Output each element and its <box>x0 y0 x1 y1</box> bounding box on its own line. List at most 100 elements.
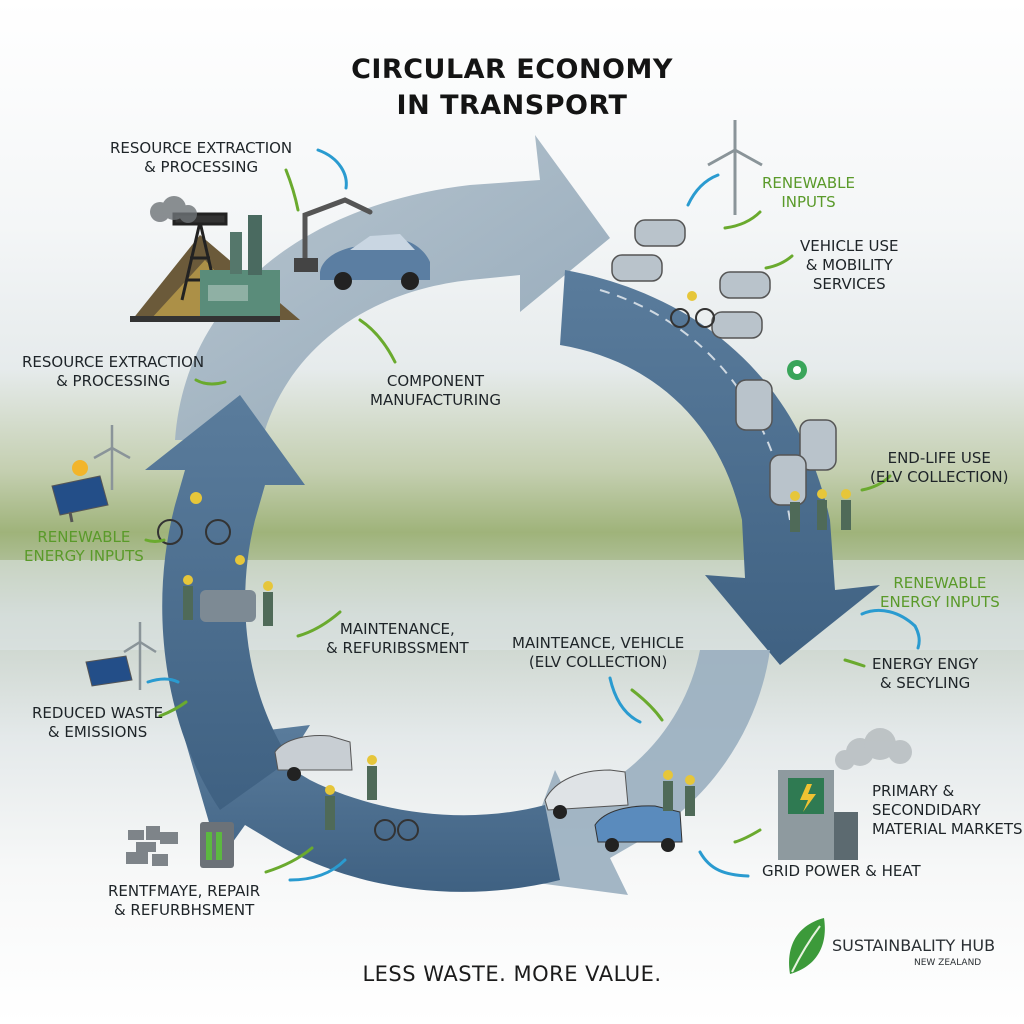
repair-scene <box>274 735 419 841</box>
title-line-1: CIRCULAR ECONOMY <box>351 54 673 85</box>
car-icon <box>719 271 771 299</box>
label-line: PRIMARY & <box>872 782 955 800</box>
factory-icon <box>200 215 280 320</box>
worker-icon <box>183 555 273 626</box>
label-line: MAINTEANCE, VEHICLE <box>512 634 685 652</box>
label-line: RESOURCE EXTRACTION <box>110 139 293 157</box>
battery-icon <box>200 822 234 868</box>
label-line: & PROCESSING <box>144 158 259 176</box>
label-line: ENERGY INPUTS <box>24 547 144 565</box>
arrow-icon <box>723 210 762 230</box>
label-renewable-energy-left: RENEWABLE ENERGY INPUTS <box>24 528 144 566</box>
arrow-icon <box>630 688 664 722</box>
worker-icon <box>790 489 851 532</box>
arrow-icon <box>316 148 348 190</box>
arrow-segment-top <box>175 135 610 440</box>
label-energy-recycling: ENERGY ENGY & SECYLING <box>872 655 978 693</box>
title-line-2: IN TRANSPORT <box>396 90 628 121</box>
label-vehicle-use: VEHICLE USE & MOBILITY SERVICES <box>800 237 899 294</box>
arrow-icon <box>733 828 762 844</box>
arrow-segment-bottom-right <box>515 650 770 895</box>
label-grid-power: GRID POWER & HEAT <box>762 862 921 880</box>
arrow-icon <box>158 700 188 718</box>
label-line: & EMISSIONS <box>47 723 148 741</box>
label-maintenance-vehicle: MAINTEANCE, VEHICLE (ELV COLLECTION) <box>512 634 684 672</box>
scrap-metal-icon <box>126 826 178 866</box>
arrow-icon <box>764 254 794 270</box>
location-pin-icon <box>787 360 807 380</box>
label-line: RENTFMAYE, REPAIR <box>108 882 261 900</box>
logo-subtitle: NEW ZEALAND <box>914 958 982 968</box>
arrow-icon <box>686 173 720 207</box>
arrow-icon <box>194 378 227 386</box>
label-line: & REFURIBSSMENT <box>326 639 469 657</box>
sun-icon <box>72 460 88 476</box>
leaf-logo-icon <box>789 918 825 974</box>
label-line: MAINTENANCE, <box>339 620 455 638</box>
label-line: & MOBILITY <box>805 256 893 274</box>
label-resource-extraction-top: RESOURCE EXTRACTION & PROCESSING <box>110 139 292 177</box>
arrow-icon <box>284 168 300 212</box>
label-line: END-LIFE USE <box>887 449 991 467</box>
arrow-icon <box>860 609 917 628</box>
label-reduced-waste: REDUCED WASTE & EMISSIONS <box>32 704 163 742</box>
label-line: ENERGY INPUTS <box>880 593 1000 611</box>
arrow-icon <box>698 850 750 878</box>
tagline: LESS WASTE. MORE VALUE. <box>362 962 662 986</box>
smoke-cloud-icon <box>835 728 912 770</box>
solar-panel-icon <box>51 475 109 523</box>
logo-name: SUSTAINBALITY HUB <box>832 936 996 955</box>
label-line: RENEWABLE <box>762 174 855 192</box>
resource-extraction-scene <box>130 196 300 322</box>
label-line: & REFURBHSMENT <box>113 901 255 919</box>
lightning-icon <box>800 784 816 812</box>
car-icon <box>799 419 837 471</box>
robot-arm-icon <box>294 197 373 272</box>
arrow-icon <box>913 624 921 650</box>
label-line: & PROCESSING <box>56 372 171 390</box>
arrow-icon <box>288 858 347 882</box>
cyclist-icon <box>670 291 715 328</box>
label-line: INPUTS <box>781 193 836 211</box>
car-icon <box>320 234 430 290</box>
arrow-icon <box>358 318 397 364</box>
power-plant-icon <box>778 770 858 860</box>
arrow-icon <box>146 677 180 684</box>
ground-base <box>130 316 280 322</box>
label-line: COMPONENT <box>386 372 485 390</box>
label-line: SERVICES <box>812 275 886 293</box>
label-line: (ELV COLLECTION) <box>528 653 668 671</box>
label-line: ENERGY ENGY <box>872 655 979 673</box>
label-line: (ELV COLLECTION) <box>870 468 1009 486</box>
label-line: REDUCED WASTE <box>32 704 164 722</box>
cyclist-icon <box>157 492 231 545</box>
diagram-title: CIRCULAR ECONOMY IN TRANSPORT <box>312 52 712 124</box>
wind-turbine-icon <box>123 622 157 690</box>
label-line: MANUFACTURING <box>370 391 501 409</box>
car-icon <box>735 379 773 431</box>
wind-turbine-icon <box>93 425 131 490</box>
label-remanufacture: RENTFMAYE, REPAIR & REFURBHSMENT <box>108 882 260 920</box>
label-line: MATERIAL MARKETS <box>872 820 1023 838</box>
label-end-life-use: END-LIFE USE (ELV COLLECTION) <box>870 449 1008 487</box>
label-line: VEHICLE USE <box>800 237 899 255</box>
solar-panel-icon <box>85 655 133 687</box>
arrow-icon <box>264 846 314 874</box>
label-maintenance-refurbishment: MAINTENANCE, & REFURIBSSMENT <box>326 620 469 658</box>
arrow-icon <box>144 538 166 543</box>
car-icon <box>634 219 686 247</box>
arrow-icon <box>608 676 642 724</box>
label-renewable-energy-right: RENEWABLE ENERGY INPUTS <box>880 574 1000 612</box>
label-line: RENEWABLE <box>37 528 131 546</box>
car-icon <box>769 454 807 506</box>
label-line: RESOURCE EXTRACTION <box>22 353 205 371</box>
traffic-cars <box>611 219 837 506</box>
label-line: SECONDIDARY <box>872 801 981 819</box>
label-resource-extraction-left: RESOURCE EXTRACTION & PROCESSING <box>22 353 204 391</box>
car-icon <box>711 311 763 339</box>
car-icon <box>611 254 663 282</box>
label-component-manufacturing: COMPONENT MANUFACTURING <box>370 372 501 410</box>
label-renewable-inputs: RENEWABLE INPUTS <box>762 174 855 212</box>
label-line: & SECYLING <box>879 674 971 692</box>
